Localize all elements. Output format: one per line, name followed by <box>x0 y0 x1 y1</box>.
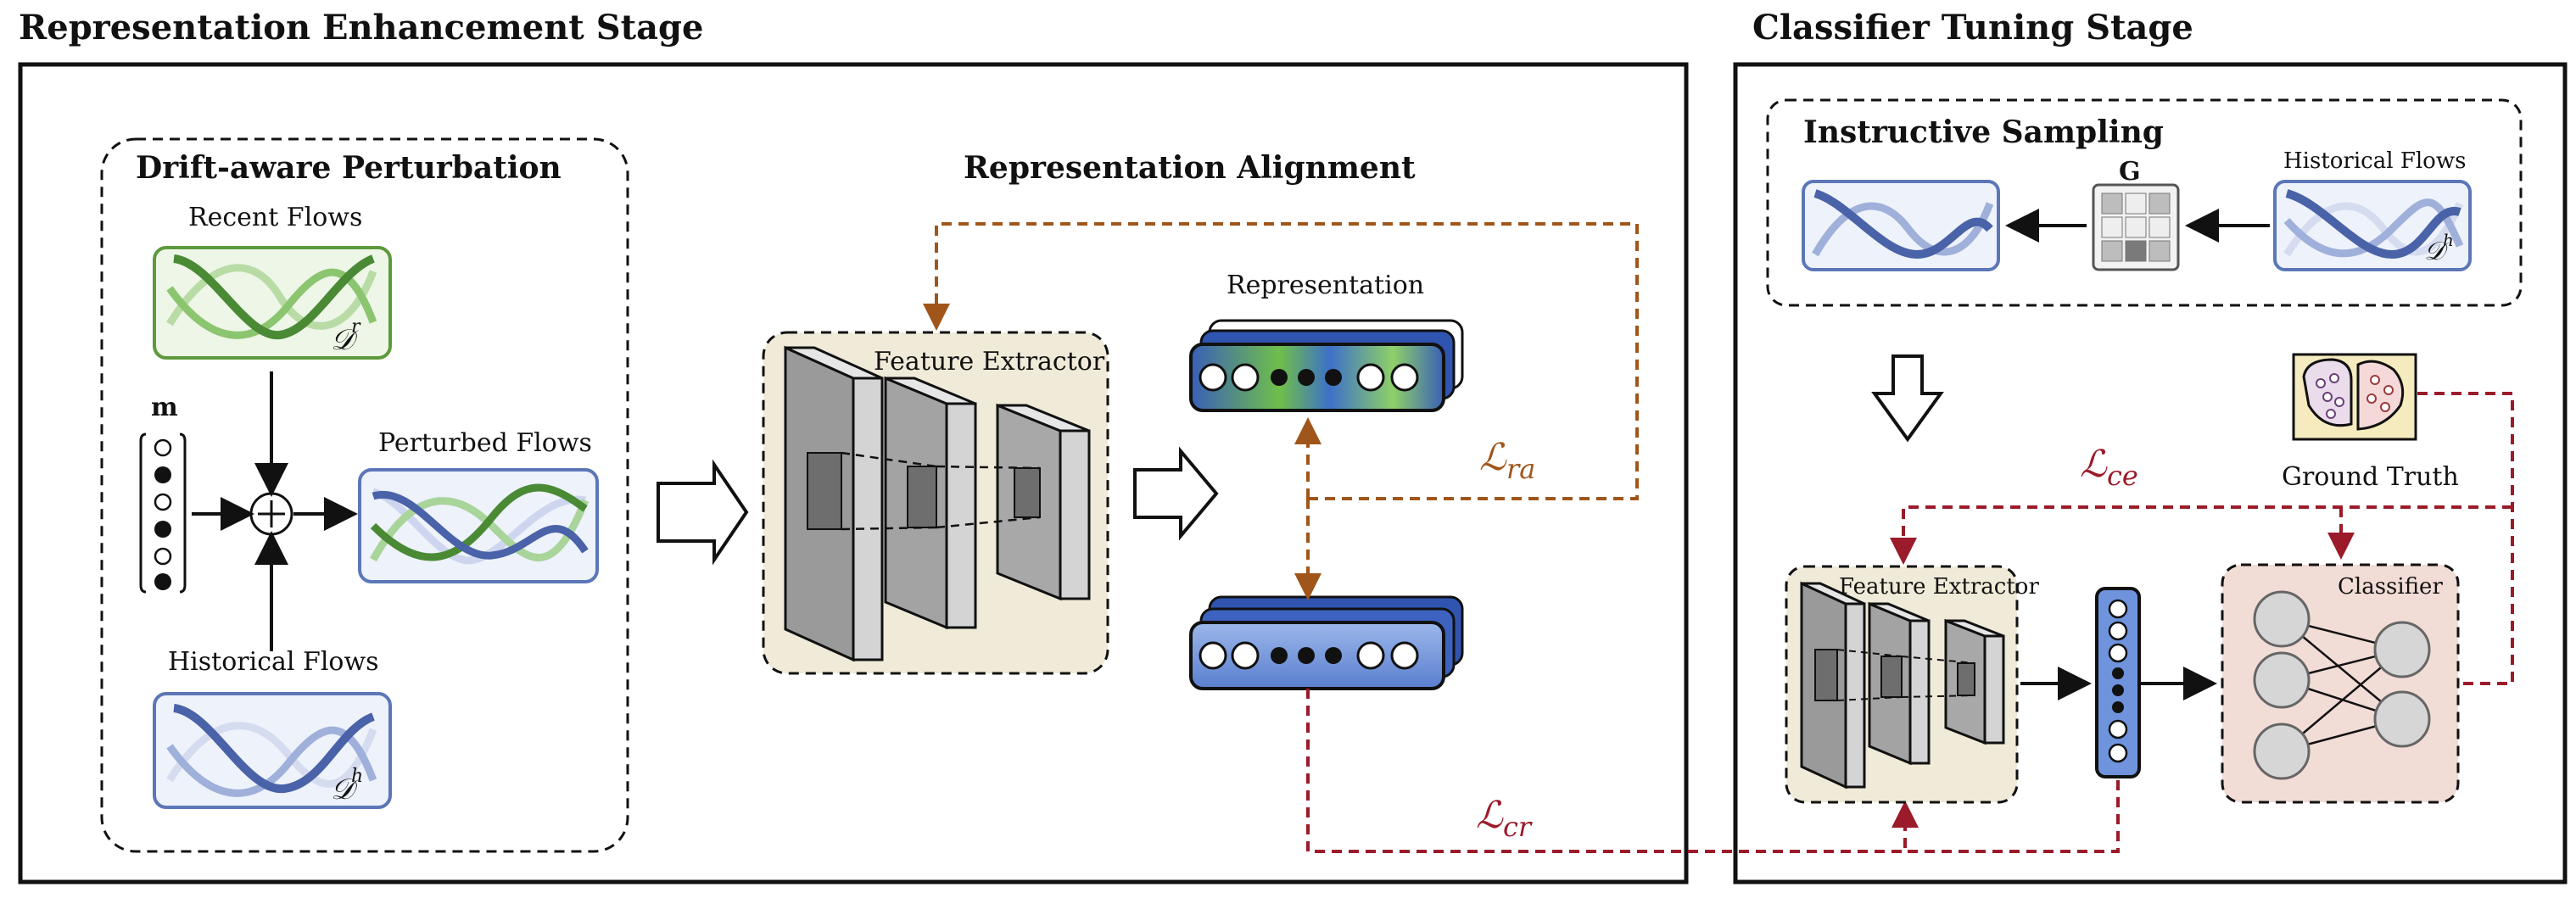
cr-loss-symbol: ℒ <box>1476 794 1504 837</box>
representation-bottom <box>1189 595 1464 690</box>
perturbed-flows-label: Perturbed Flows <box>378 428 592 458</box>
ground-truth-label: Ground Truth <box>2282 462 2459 492</box>
perturbation-box <box>100 137 629 853</box>
left-stage-title: Representation Enhancement Stage <box>19 8 703 47</box>
cs-cnn-layers <box>1800 581 2005 790</box>
cs-representation-vector <box>2095 587 2141 778</box>
right-stage-frame <box>1733 62 2568 884</box>
historical-flows-label: Historical Flows <box>168 647 379 677</box>
historical-set-sup: h <box>351 766 363 787</box>
left-stage-frame <box>18 62 1689 884</box>
add-operator <box>249 492 293 536</box>
mask-vector <box>139 432 187 594</box>
mask-label: m <box>151 393 178 422</box>
cnn-layers <box>784 345 1091 662</box>
sampling-title: Instructive Sampling <box>1803 114 2164 150</box>
sampling-box <box>1766 98 2523 307</box>
ra-loss-symbol: ℒ <box>1479 436 1507 479</box>
right-stage-title: Classifier Tuning Stage <box>1752 8 2193 47</box>
cr-loss-sub: cr <box>1503 811 1533 843</box>
alignment-title: Representation Alignment <box>964 150 1416 186</box>
feature-extractor-label: Feature Extractor <box>874 347 1105 377</box>
hollow-down-arrow <box>1871 354 1944 443</box>
cs-historical-flows-card: 𝒟 h <box>2273 180 2472 271</box>
representation-top <box>1189 319 1464 412</box>
ce-loss-path-right <box>2417 392 2514 685</box>
representation-label: Representation <box>1227 271 1424 300</box>
classifier-network <box>2253 590 2431 780</box>
historical-flows-card: 𝒟 h <box>153 692 392 809</box>
sampled-flows-card <box>1802 180 2000 271</box>
cr-loss-path-right <box>1905 780 2120 853</box>
ce-loss-sub: ce <box>2107 460 2138 492</box>
ground-truth-icon <box>2292 353 2417 441</box>
cs-historical-set-sup: h <box>2443 230 2454 250</box>
cs-historical-label: Historical Flows <box>2283 148 2466 174</box>
hollow-arrow-1 <box>657 459 749 566</box>
hollow-arrow-2 <box>1133 446 1219 541</box>
perturbation-title: Drift-aware Perturbation <box>136 150 562 186</box>
ra-loss-sub: ra <box>1506 453 1535 485</box>
classifier-label: Classifier <box>2338 574 2443 600</box>
cr-loss-path <box>1306 689 1919 853</box>
perturbed-flows-card <box>358 468 599 583</box>
ra-loss-path <box>923 222 1639 500</box>
recent-flows-label: Recent Flows <box>188 203 362 232</box>
g-label: G <box>2119 157 2141 187</box>
cs-feature-extractor-label: Feature Extractor <box>1839 574 2039 600</box>
recent-flows-card: 𝒟 r <box>153 246 392 360</box>
recent-set-sup: r <box>351 316 361 338</box>
sampling-matrix-icon <box>2092 183 2180 271</box>
ce-loss-symbol: ℒ <box>2080 443 2108 486</box>
ce-loss-path-to-fe <box>1890 505 2512 565</box>
